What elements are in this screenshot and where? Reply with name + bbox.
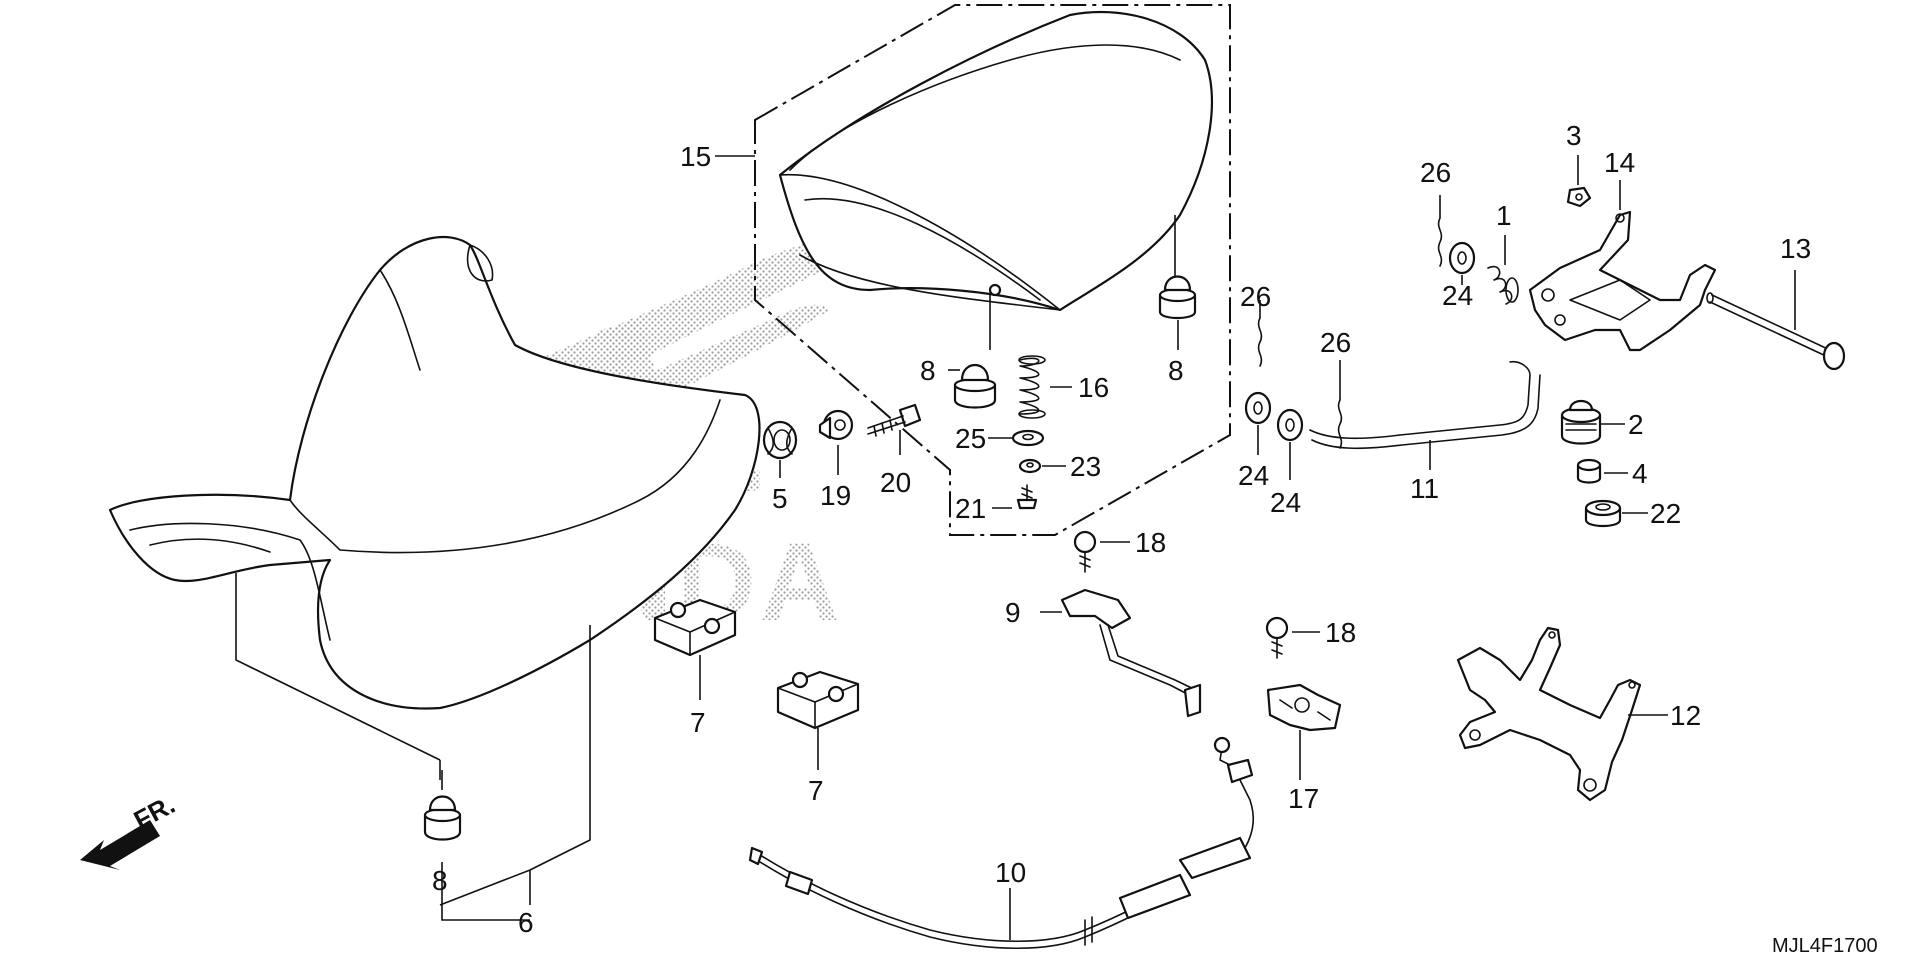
nut-3 (1566, 155, 1592, 208)
collar-4 (1576, 458, 1628, 484)
washer-23 (1018, 458, 1066, 474)
bracket-12 (1456, 626, 1668, 802)
callout-26-middle: 26 (1320, 327, 1351, 358)
callout-25: 25 (955, 423, 986, 454)
callout-23: 23 (1070, 451, 1101, 482)
collar-19 (818, 409, 854, 475)
rubber-2 (1560, 399, 1625, 445)
bolt-20 (867, 403, 922, 455)
callout-2: 2 (1628, 409, 1644, 440)
washer-24-a (1244, 391, 1272, 455)
callout-15: 15 (680, 141, 711, 172)
diagram-code: MJL4F1700 (1772, 935, 1878, 957)
callout-21: 21 (955, 493, 986, 524)
callout-12: 12 (1670, 700, 1701, 731)
clip-26-upper (1437, 195, 1443, 267)
callout-5: 5 (772, 483, 788, 514)
release-rod-11 (1309, 360, 1541, 470)
callout-9: 9 (1005, 597, 1021, 628)
seat-lock-bracket-9 (1040, 588, 1202, 718)
callout-11: 11 (1410, 473, 1439, 504)
bracket-14 (1528, 180, 1717, 352)
seat-cowl (778, 10, 1213, 312)
clip-26-middle (1337, 360, 1343, 449)
washer-24-c (1448, 241, 1476, 285)
callout-8-middle: 8 (920, 355, 936, 386)
seat-lock-cable-10 (748, 736, 1255, 949)
washer-24-b (1276, 408, 1304, 480)
callout-20: 20 (880, 467, 911, 498)
rider-seat (108, 235, 761, 710)
callout-14: 14 (1604, 147, 1635, 178)
seat-cowl-assembly-box (754, 4, 1231, 536)
rubber-cushion-8-right (1158, 215, 1197, 350)
callout-8-left: 8 (432, 865, 448, 896)
callout-19: 19 (820, 480, 851, 511)
callout-1: 1 (1496, 200, 1512, 231)
callout-17: 17 (1288, 783, 1319, 814)
callout-18-upper: 18 (1135, 527, 1166, 558)
pin-13 (1706, 270, 1846, 371)
callout-18-lower: 18 (1325, 617, 1356, 648)
seat-bracket-lead-6 (235, 573, 591, 906)
callout-3: 3 (1566, 120, 1582, 151)
screw-21 (992, 484, 1038, 510)
washer-25 (988, 429, 1045, 447)
callout-16: 16 (1078, 372, 1109, 403)
callout-24-b: 24 (1270, 487, 1301, 518)
callout-26-left: 26 (1240, 281, 1271, 312)
callout-26-upper: 26 (1420, 157, 1451, 188)
callout-13: 13 (1780, 233, 1811, 264)
callout-6: 6 (518, 907, 534, 938)
callout-10: 10 (995, 857, 1026, 888)
callout-4: 4 (1632, 458, 1648, 489)
callout-7-lower: 7 (808, 775, 824, 806)
block-7-lower (776, 670, 860, 730)
front-direction-arrow: FR. (80, 789, 180, 870)
grommet-22 (1584, 499, 1648, 528)
spring-16 (1018, 355, 1072, 419)
callout-24-a: 24 (1238, 460, 1269, 491)
rubber-cushion-8-middle (948, 295, 997, 409)
callout-8-right: 8 (1168, 355, 1184, 386)
bolt-18-upper (1073, 530, 1130, 573)
callout-7-upper: 7 (690, 707, 706, 738)
callout-24-c: 24 (1442, 280, 1473, 311)
clip-26-left (1257, 300, 1263, 367)
seat-lock-17 (1266, 683, 1342, 780)
callout-22: 22 (1650, 498, 1681, 529)
grommet-5 (762, 420, 798, 478)
rubber-cushion-8-left (423, 770, 530, 921)
block-7-upper (653, 598, 737, 657)
bolt-18-lower (1265, 616, 1320, 659)
spring-1 (1487, 235, 1519, 305)
